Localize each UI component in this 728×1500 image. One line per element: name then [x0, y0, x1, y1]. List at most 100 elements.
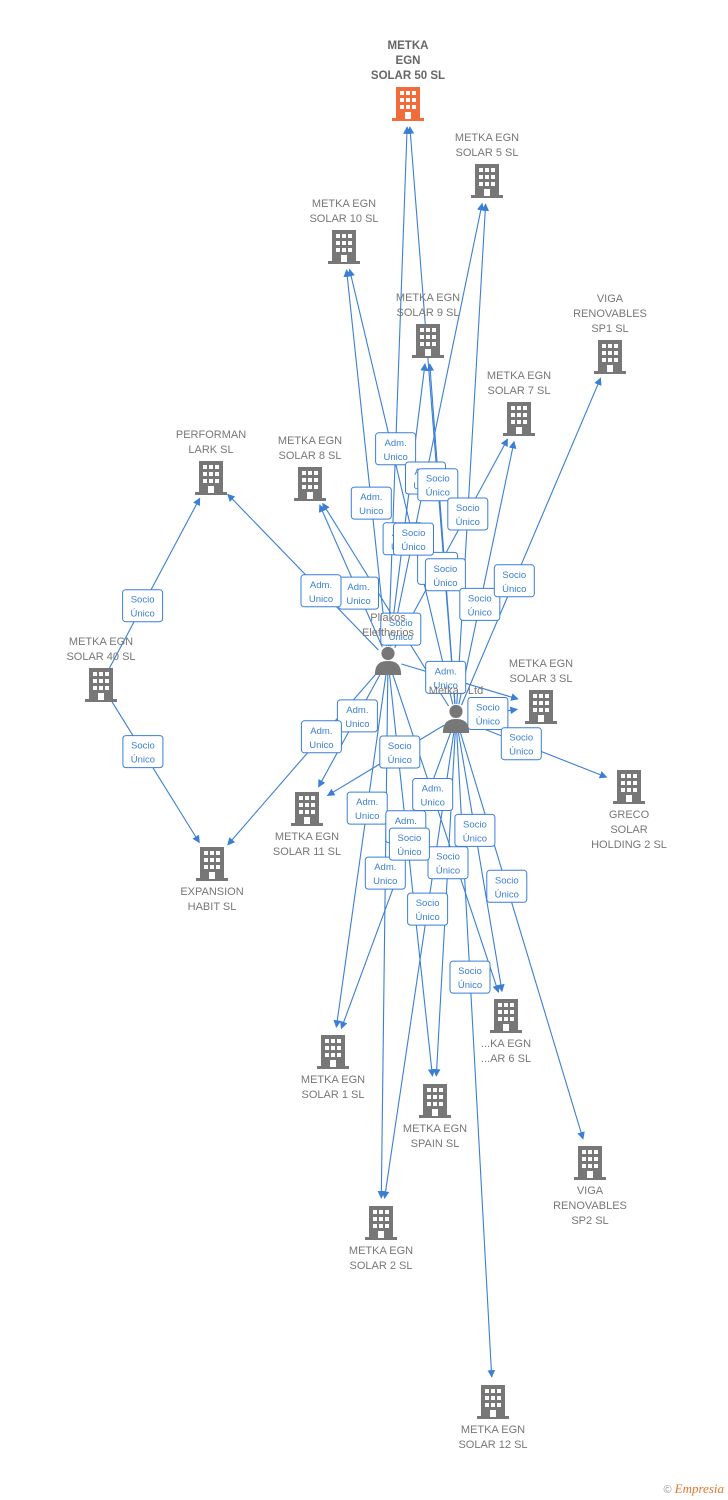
edge-line-pliakos-m50: [387, 126, 411, 647]
edge-label-text: Socio: [402, 528, 426, 539]
edge-label-pliakos-m10[interactable]: Adm.Unico: [350, 486, 392, 520]
node-label: GRECO: [609, 809, 650, 821]
edge-label-pliakos-m2[interactable]: Adm.Unico: [364, 856, 406, 890]
building-icon: [365, 1206, 397, 1240]
edge-label-text: Único: [436, 866, 460, 877]
node-label: METKA EGN: [275, 831, 339, 843]
edge-label-text: Único: [415, 912, 439, 923]
edge-label-text: Socio: [388, 741, 412, 752]
edge-label-text: Unico: [434, 680, 458, 691]
edge-label-pliakos-m8[interactable]: Adm.Unico: [338, 576, 379, 610]
edge-label-text: Socio: [436, 852, 460, 863]
edge-line-pliakos-m8: [318, 504, 383, 648]
edge-line-metkaltd-m5: [456, 203, 490, 705]
edge-label-pliakos-m11[interactable]: Adm.Unico: [336, 699, 378, 733]
node-m6[interactable]: ...KA EGN...AR 6 SL: [481, 999, 531, 1065]
node-label: METKA EGN: [487, 370, 551, 382]
edge-label-text: Adm.: [374, 862, 396, 873]
node-label: SOLAR 5 SL: [456, 147, 519, 159]
edge-label-pliakos-m3[interactable]: Adm.Unico: [425, 660, 467, 694]
edge-label-text: Adm.: [356, 797, 378, 808]
node-m8[interactable]: METKA EGN SOLAR 8 SL: [278, 435, 342, 501]
building-icon: [195, 461, 227, 495]
node-label: SOLAR: [610, 824, 647, 836]
node-label: METKA EGN: [278, 435, 342, 447]
node-m5[interactable]: METKA EGN SOLAR 5 SL: [455, 132, 519, 198]
edge-label-pliakos-expansion[interactable]: Adm.Unico: [300, 720, 342, 754]
node-label: SOLAR 8 SL: [279, 450, 342, 462]
edge-label-pliakos-perf[interactable]: Adm.Unico: [300, 574, 342, 608]
node-expansion[interactable]: EXPANSION HABIT SL: [180, 847, 244, 913]
edge-line-pliakos-perf: [227, 493, 379, 651]
building-icon: [291, 792, 323, 826]
edge-label-pliakos-m50[interactable]: Adm.Unico: [375, 432, 417, 466]
edge-label-text: Adm.: [385, 438, 407, 449]
node-label: Metka...Ltd: [429, 685, 483, 697]
building-icon: [412, 324, 444, 358]
building-icon: [294, 467, 326, 501]
node-label: HABIT SL: [188, 901, 237, 913]
edge-label-text: Unico: [345, 719, 369, 730]
edge-label-text: Socio: [509, 733, 533, 744]
edge-label-pliakos-m1[interactable]: Adm.Unico: [346, 791, 388, 825]
edge-label-text: Socio: [389, 618, 413, 629]
node-label: METKA EGN: [455, 132, 519, 144]
edge-label-pliakos-m6[interactable]: Adm.Unico: [412, 778, 454, 811]
edge-label-text: Unico: [309, 740, 333, 751]
edge-label-text: Único: [456, 517, 480, 528]
edge-label-text: Único: [401, 542, 425, 553]
edge-label-text: Socio: [476, 703, 500, 714]
edge-label-text: Socio: [434, 564, 458, 575]
node-label: METKA EGN: [403, 1123, 467, 1135]
edge-line-pliakos-m1: [333, 673, 387, 1028]
edge-label-text: Único: [495, 889, 519, 900]
node-label: SOLAR 12 SL: [458, 1439, 527, 1451]
node-metkaltd[interactable]: Metka...Ltd: [429, 685, 483, 733]
building-icon: [328, 230, 360, 264]
building-icon: [503, 402, 535, 436]
node-label: EXPANSION: [180, 886, 243, 898]
edge-label-text: Único: [468, 607, 492, 618]
edge-label-text: Único: [389, 632, 413, 643]
edge-label-text: Único: [458, 980, 482, 991]
edge-label-text: Socio: [495, 875, 519, 886]
edge-label-text: Único: [426, 488, 450, 499]
edge-label-text: Socio: [456, 503, 480, 514]
edge-label-text: Único: [397, 847, 421, 858]
